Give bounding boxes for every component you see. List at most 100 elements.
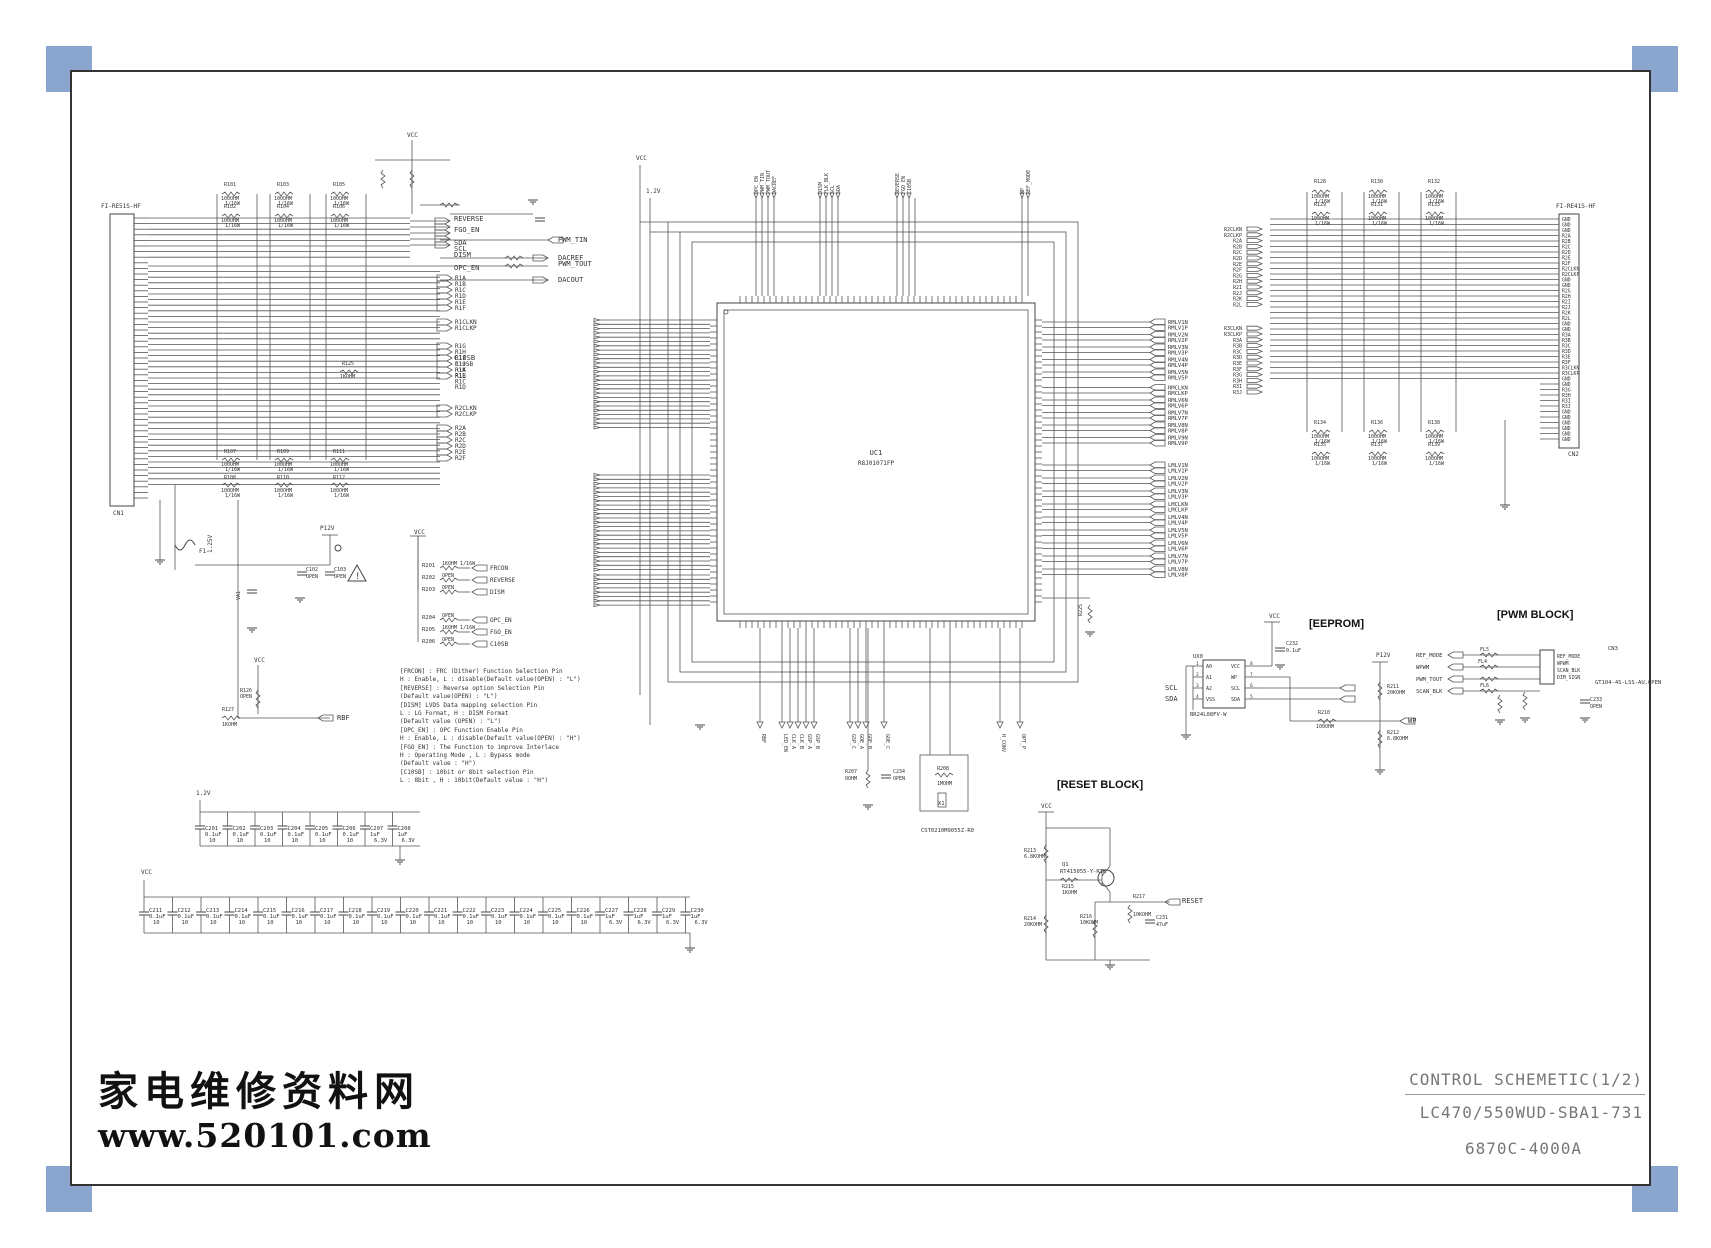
vcc-label-top: VCC bbox=[407, 132, 418, 139]
cn2-pin-27: R3CLKN bbox=[1562, 366, 1579, 372]
ic-bottom-net-rbf: RBF bbox=[760, 734, 766, 743]
note-line: [DISM] LVDS Data mapping selection Pin bbox=[400, 701, 538, 709]
cn2-pin-10: R2CLKP bbox=[1562, 272, 1579, 278]
cn2-net-r2f: R2F bbox=[1233, 268, 1242, 274]
c234-val: OPEN bbox=[893, 776, 905, 782]
cn2-pin-30: GND bbox=[1562, 382, 1571, 388]
res-cn2-bot-pwr-3: 1/16W bbox=[1315, 461, 1331, 467]
lml-net-flag bbox=[1149, 487, 1166, 495]
ic-left-bus-arrow bbox=[593, 425, 601, 430]
cn2-part-label: FI-RE41S-HF bbox=[1556, 203, 1596, 210]
sel-net-opc_en: OPC_EN bbox=[490, 617, 512, 624]
sel-resistor bbox=[439, 617, 459, 623]
res-top-pwr-2: 1/16W bbox=[334, 201, 350, 207]
ic-left-bus-arrow bbox=[593, 360, 601, 366]
ground-ic-left bbox=[695, 724, 705, 730]
cn1-r2net-7: R2F bbox=[455, 455, 466, 462]
ground-cn1 bbox=[155, 559, 165, 565]
cn1-ref-label: CN1 bbox=[113, 510, 124, 517]
sel-net-fgo_en: FGO_EN bbox=[490, 629, 512, 636]
va1-ref: VA1 bbox=[236, 591, 242, 600]
lml-net-flag bbox=[1149, 500, 1166, 508]
cn2-pin-35: GND bbox=[1562, 410, 1571, 416]
ic-top-net-label-10: C10SB bbox=[907, 179, 913, 194]
cn2-net-flag bbox=[1246, 244, 1264, 249]
sel-res-ref-r202: R202 bbox=[422, 575, 435, 581]
res-top-val-4: 100OHM bbox=[274, 218, 292, 224]
cn2-pin-4: R2B bbox=[1562, 239, 1571, 245]
cn1-signal-c10sb: C10SB bbox=[454, 354, 475, 362]
cap-row2-c228 bbox=[623, 911, 634, 916]
reset-flag bbox=[1164, 898, 1181, 906]
r216-val: 10KOHM bbox=[1080, 920, 1098, 926]
r215-ref: R215 bbox=[1062, 884, 1074, 890]
cap-row2-c219 bbox=[367, 911, 377, 916]
lml-net-lmlv2n: LMLV2N bbox=[1168, 476, 1188, 482]
cap-ref-c214: C214 bbox=[235, 908, 249, 914]
cn1-rnet-r1e: R1E bbox=[455, 299, 466, 306]
cap-val-c207: 1uF bbox=[370, 832, 380, 838]
ic-top-net-arrow bbox=[900, 192, 906, 200]
cn2-net-r3c: R3C bbox=[1233, 349, 1242, 355]
cn2-net-flag bbox=[1246, 343, 1264, 348]
cn2-net-flag bbox=[1246, 273, 1264, 278]
cn2-net-flag bbox=[1246, 238, 1264, 243]
res-top-row1 bbox=[330, 191, 350, 197]
cn2-pin-1: GND bbox=[1562, 223, 1571, 229]
cn2-net-r3a: R3A bbox=[1233, 338, 1242, 344]
cn2-net-flag bbox=[1246, 360, 1264, 366]
res-top-row1 bbox=[274, 191, 294, 197]
ic-bottom-net-arrow bbox=[862, 721, 870, 729]
ic-bottom-net-arrow bbox=[756, 721, 764, 729]
cn2-net-r2g: R2G bbox=[1233, 273, 1242, 279]
res-cn2-top-row1 bbox=[1311, 189, 1331, 195]
r126-val: OPEN bbox=[240, 694, 252, 700]
note-line: L : 8bit , H : 10bit(Default value : "H"… bbox=[400, 777, 549, 785]
cn2-net-r2a: R2A bbox=[1233, 239, 1242, 245]
cn2-net-flag bbox=[1246, 302, 1264, 307]
cn2-net-flag bbox=[1246, 226, 1264, 232]
cn2-pin-36: GND bbox=[1562, 415, 1571, 421]
lml-net-lmlv6n: LMLV6N bbox=[1168, 541, 1188, 547]
eeprom-pin-num-8: 8 bbox=[1250, 661, 1253, 667]
cn3-pin-2: SCAN_BLK bbox=[1557, 668, 1580, 674]
res-bot-row2 bbox=[330, 482, 350, 488]
warning-icon bbox=[347, 563, 367, 582]
p12v-label: P12V bbox=[320, 525, 335, 532]
cn1-r2net-3: R2B bbox=[455, 431, 466, 438]
ic-left-bus-arrow bbox=[593, 550, 601, 555]
sel-res-val-r202: OPEN bbox=[442, 573, 454, 579]
eeprom-ic-ref: UX0 bbox=[1193, 654, 1203, 660]
cn1-signal-dism: DISM bbox=[454, 251, 471, 259]
r127-resistor bbox=[221, 715, 241, 721]
cap-ref-c205: C205 bbox=[315, 826, 328, 832]
cn2-net-r2j: R2J bbox=[1233, 291, 1242, 297]
ic-left-bus-arrow bbox=[593, 524, 601, 529]
cn2-pin-3: R2A bbox=[1562, 234, 1571, 240]
sel-flag bbox=[471, 640, 488, 648]
ic-top-net-label-11: WP bbox=[1020, 188, 1026, 194]
lml-net-flag bbox=[1149, 513, 1166, 521]
r113-resistor bbox=[380, 169, 386, 189]
sel-res-ref-r206: R206 bbox=[422, 639, 435, 645]
note-line: [OPC_EN] : OPC Function Enable Pin bbox=[400, 726, 523, 734]
cn2-net-flag bbox=[1246, 278, 1264, 284]
rml-net-flag bbox=[1149, 331, 1166, 338]
c231-capacitor bbox=[1145, 919, 1155, 924]
cap-row2-c227 bbox=[595, 911, 605, 916]
ic-left-bus-arrow bbox=[593, 594, 601, 599]
cn1-rnet-r1b: R1B bbox=[455, 281, 466, 288]
r121-resistor bbox=[504, 263, 524, 269]
rml-net-flag bbox=[1149, 402, 1166, 409]
cap-val-c211: 0.1uF bbox=[149, 914, 166, 920]
ic-left-bus-arrow bbox=[593, 421, 601, 426]
r212-val: 6.8KOHM bbox=[1387, 736, 1408, 742]
pwm-block-title: [PWM BLOCK] bbox=[1497, 609, 1574, 621]
ic-top-net-arrow bbox=[906, 192, 912, 200]
rml-net-rmlv6n: RMLV6N bbox=[1168, 398, 1188, 404]
res-cn2-bot-ref-0: R134 bbox=[1314, 420, 1326, 426]
res-bot-row2 bbox=[274, 482, 294, 488]
res-cn2-top-val-5: 100OHM bbox=[1425, 216, 1443, 222]
res-bot-pwr-1: 1/16W bbox=[278, 467, 294, 473]
note-line: [FRCON] : FRC (Dither) Function Selectio… bbox=[400, 668, 563, 675]
